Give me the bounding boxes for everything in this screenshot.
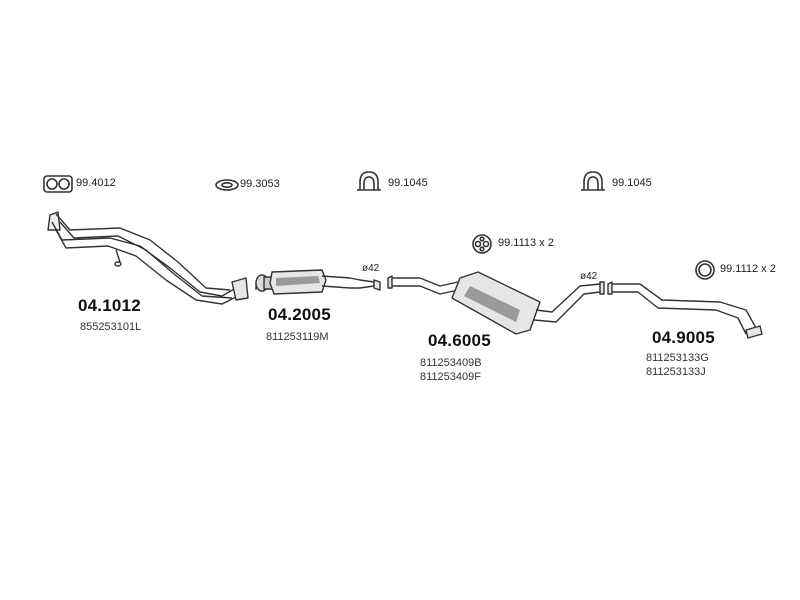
double-ring-gasket-icon xyxy=(43,175,73,193)
accessory-code: 99.1112 x 2 xyxy=(720,263,776,275)
tail-pipe-drawing xyxy=(607,281,763,339)
oem-number: 811253133J xyxy=(646,366,706,378)
rubber-mount-icon xyxy=(472,234,492,254)
part-number: 04.1012 xyxy=(78,296,141,315)
u-clamp-icon xyxy=(357,171,381,191)
ring-gasket-icon xyxy=(215,179,239,191)
oem-number: 811253409F xyxy=(420,371,481,383)
diameter-label: ø42 xyxy=(580,271,598,282)
accessory-code: 99.4012 xyxy=(76,177,116,189)
oem-number: 855253101L xyxy=(80,321,142,333)
accessory-code: 99.1045 xyxy=(612,177,652,189)
part-number: 04.9005 xyxy=(652,328,715,347)
oem-number: 811253119M xyxy=(266,331,329,343)
part-number: 04.2005 xyxy=(268,305,331,324)
oem-number: 811253409B xyxy=(420,357,482,369)
oem-number: 811253133G xyxy=(646,352,709,364)
part-number: 04.6005 xyxy=(428,331,491,350)
u-clamp-icon xyxy=(581,171,605,191)
accessory-code: 99.1113 x 2 xyxy=(498,237,554,249)
front-pipe-drawing xyxy=(47,211,249,305)
center-muffler-drawing xyxy=(387,271,605,335)
diameter-label: ø42 xyxy=(362,263,380,274)
o-ring-icon xyxy=(695,260,715,280)
front-muffler-drawing xyxy=(255,269,381,295)
accessory-code: 99.3053 xyxy=(240,178,280,190)
accessory-code: 99.1045 xyxy=(388,177,428,189)
